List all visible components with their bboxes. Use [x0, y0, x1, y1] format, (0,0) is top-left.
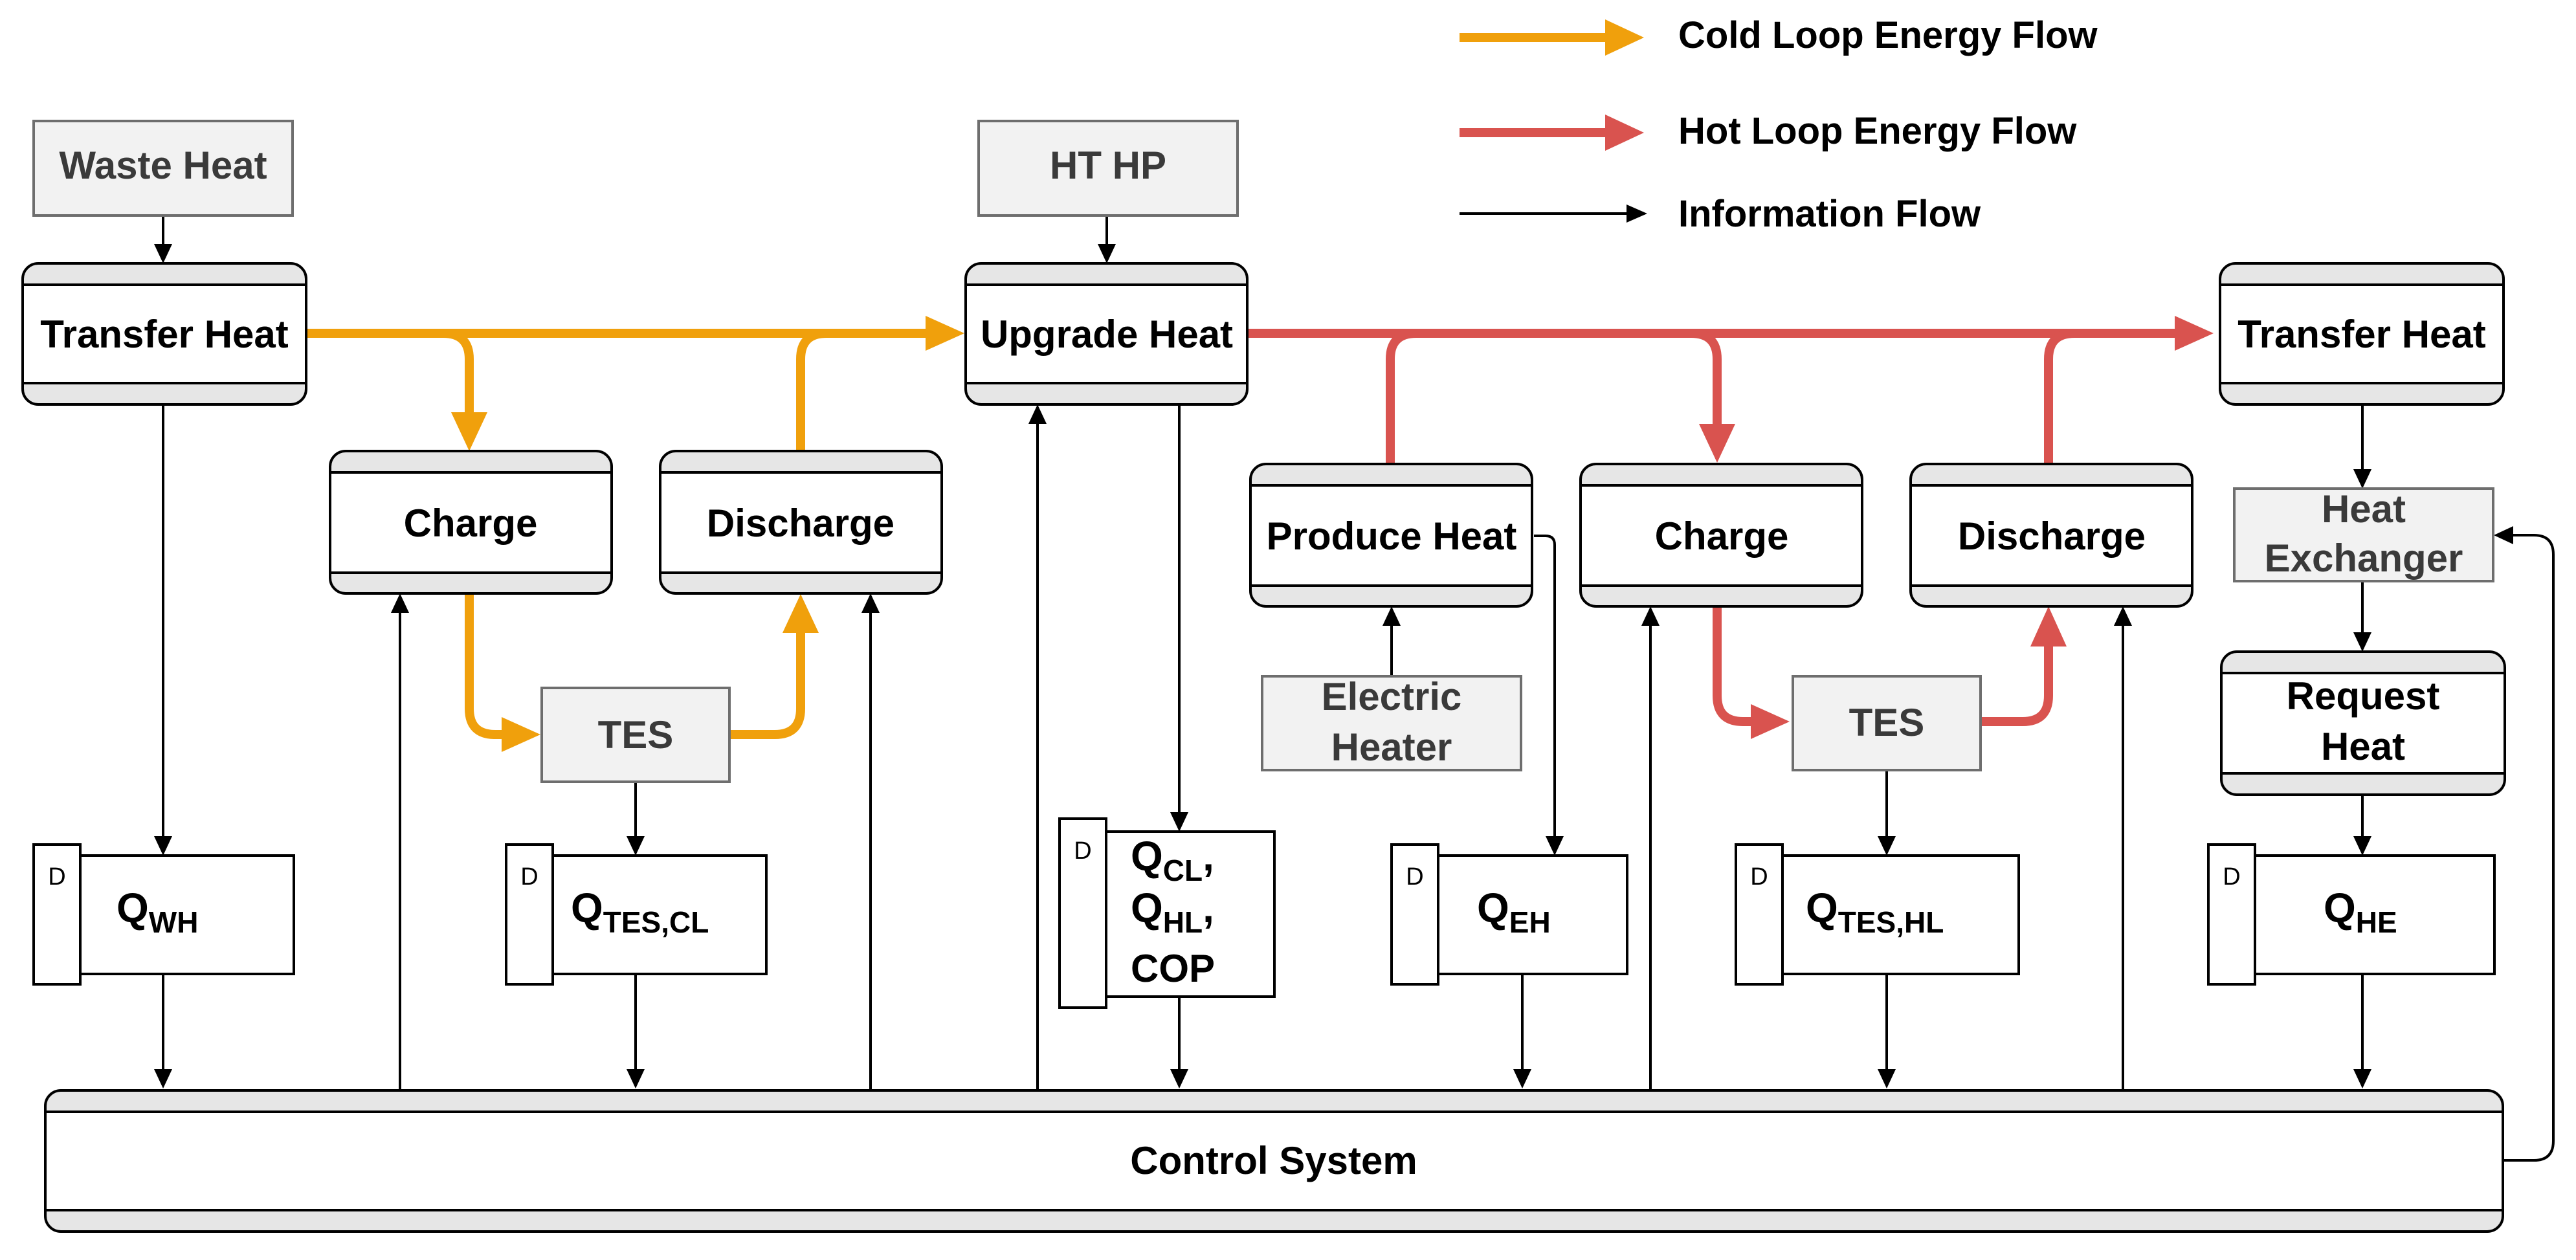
- hot-flow-charge-to-tes: [1713, 605, 1753, 726]
- cold-flow-to-charge-arrowhead: [451, 412, 487, 451]
- legend-info-label: Information Flow: [1678, 193, 1981, 235]
- svg-text:QHL,: QHL,: [1131, 885, 1214, 939]
- svg-text:Discharge: Discharge: [1958, 514, 2146, 558]
- process-control-system: Control System: [44, 1089, 2504, 1233]
- hot-flow-tes-to-discharge: [1981, 645, 2053, 726]
- svg-text:D: D: [1750, 863, 1768, 890]
- svg-text:Transfer Heat: Transfer Heat: [40, 313, 289, 356]
- datastore-q-he: D QHE: [2207, 843, 2496, 986]
- svg-text:Transfer Heat: Transfer Heat: [2237, 313, 2486, 356]
- process-produce-heat: Produce Heat: [1249, 463, 1533, 608]
- svg-text:Produce Heat: Produce Heat: [1267, 514, 1517, 558]
- hot-flow-to-charge: [1691, 329, 1722, 426]
- svg-text:Waste Heat: Waste Heat: [59, 144, 267, 187]
- process-upgrade-heat: Upgrade Heat: [964, 262, 1249, 406]
- datastore-q-wh: D QWH: [32, 843, 295, 986]
- svg-text:QWH: QWH: [117, 885, 198, 939]
- datastore-q-eh: D QEH: [1390, 843, 1628, 986]
- legend-info-arrowhead: [1627, 204, 1647, 223]
- cold-flow-main-arrowhead: [926, 316, 964, 351]
- svg-text:D: D: [1406, 863, 1423, 890]
- cold-flow-charge-to-tes: [465, 593, 504, 739]
- datastore-q-cl-hl-cop: D QCL, QHL, COP: [1058, 817, 1276, 1009]
- cold-flow-to-charge: [443, 329, 474, 414]
- tes-hot-storage: TES: [1792, 675, 1982, 771]
- svg-text:QTES,CL: QTES,CL: [571, 885, 709, 939]
- cold-flow-from-discharge: [796, 329, 827, 452]
- legend-hot-label: Hot Loop Energy Flow: [1678, 110, 2077, 152]
- datastore-q-tes-cl: D QTES,CL: [505, 843, 768, 986]
- process-charge-hot: Charge: [1579, 463, 1863, 608]
- svg-text:D: D: [48, 863, 65, 890]
- svg-text:Control System: Control System: [1130, 1139, 1417, 1182]
- hot-flow-charge-to-tes-arrowhead: [1751, 704, 1790, 739]
- svg-text:Heat: Heat: [2322, 487, 2406, 531]
- source-waste-heat: Waste Heat: [32, 120, 294, 217]
- svg-text:Exchanger: Exchanger: [2265, 536, 2463, 580]
- process-transfer-heat-left: Transfer Heat: [21, 262, 307, 406]
- process-transfer-heat-right: Transfer Heat: [2219, 262, 2505, 406]
- legend: Cold Loop Energy Flow Hot Loop Energy Fl…: [1460, 14, 2098, 235]
- svg-text:HT HP: HT HP: [1050, 144, 1166, 187]
- cold-flow-tes-to-discharge: [728, 632, 805, 739]
- process-discharge-hot: Discharge: [1909, 463, 2193, 608]
- process-charge-cold: Charge: [329, 450, 613, 595]
- svg-text:Heater: Heater: [1331, 725, 1452, 769]
- svg-text:TES: TES: [598, 713, 674, 757]
- svg-text:COP: COP: [1131, 947, 1215, 990]
- tes-cold-storage: TES: [540, 687, 731, 783]
- hot-loop-flows: [1246, 316, 2214, 739]
- legend-cold-arrowhead: [1605, 19, 1644, 56]
- hot-flow-from-discharge: [2044, 329, 2075, 464]
- cold-flow-tes-to-discharge-arrowhead: [783, 594, 819, 633]
- svg-text:Charge: Charge: [404, 502, 538, 545]
- legend-hot-arrowhead: [1605, 115, 1644, 151]
- datastore-q-tes-hl: D QTES,HL: [1735, 843, 2020, 986]
- hot-flow-main-arrowhead: [2175, 316, 2214, 351]
- hot-flow-from-produce: [1386, 329, 1417, 464]
- svg-text:Request: Request: [2287, 674, 2440, 718]
- svg-text:QCL,: QCL,: [1131, 833, 1214, 887]
- svg-text:Charge: Charge: [1655, 514, 1789, 558]
- svg-text:Electric: Electric: [1322, 675, 1462, 718]
- cold-loop-flows: [305, 316, 964, 752]
- svg-text:Upgrade Heat: Upgrade Heat: [981, 313, 1233, 356]
- source-ht-hp: HT HP: [977, 120, 1239, 217]
- svg-text:Heat: Heat: [2321, 725, 2405, 768]
- process-discharge-cold: Discharge: [659, 450, 943, 595]
- svg-text:QTES,HL: QTES,HL: [1806, 885, 1944, 939]
- process-request-heat: Request Heat: [2220, 650, 2506, 796]
- information-flows: [154, 217, 2555, 1162]
- svg-text:TES: TES: [1849, 701, 1925, 744]
- heat-exchanger: Heat Exchanger: [2233, 487, 2494, 582]
- source-electric-heater: Electric Heater: [1261, 675, 1522, 771]
- hot-flow-tes-to-discharge-arrowhead: [2030, 606, 2067, 647]
- cold-flow-charge-to-tes-arrowhead: [502, 717, 540, 752]
- svg-text:QEH: QEH: [1477, 885, 1551, 939]
- hot-flow-to-charge-arrowhead: [1699, 424, 1735, 463]
- legend-cold-label: Cold Loop Energy Flow: [1678, 14, 2098, 56]
- svg-text:QHE: QHE: [2324, 885, 2397, 939]
- svg-text:Discharge: Discharge: [707, 502, 894, 545]
- svg-text:D: D: [2223, 863, 2240, 890]
- svg-text:D: D: [520, 863, 538, 890]
- svg-text:D: D: [1074, 837, 1091, 865]
